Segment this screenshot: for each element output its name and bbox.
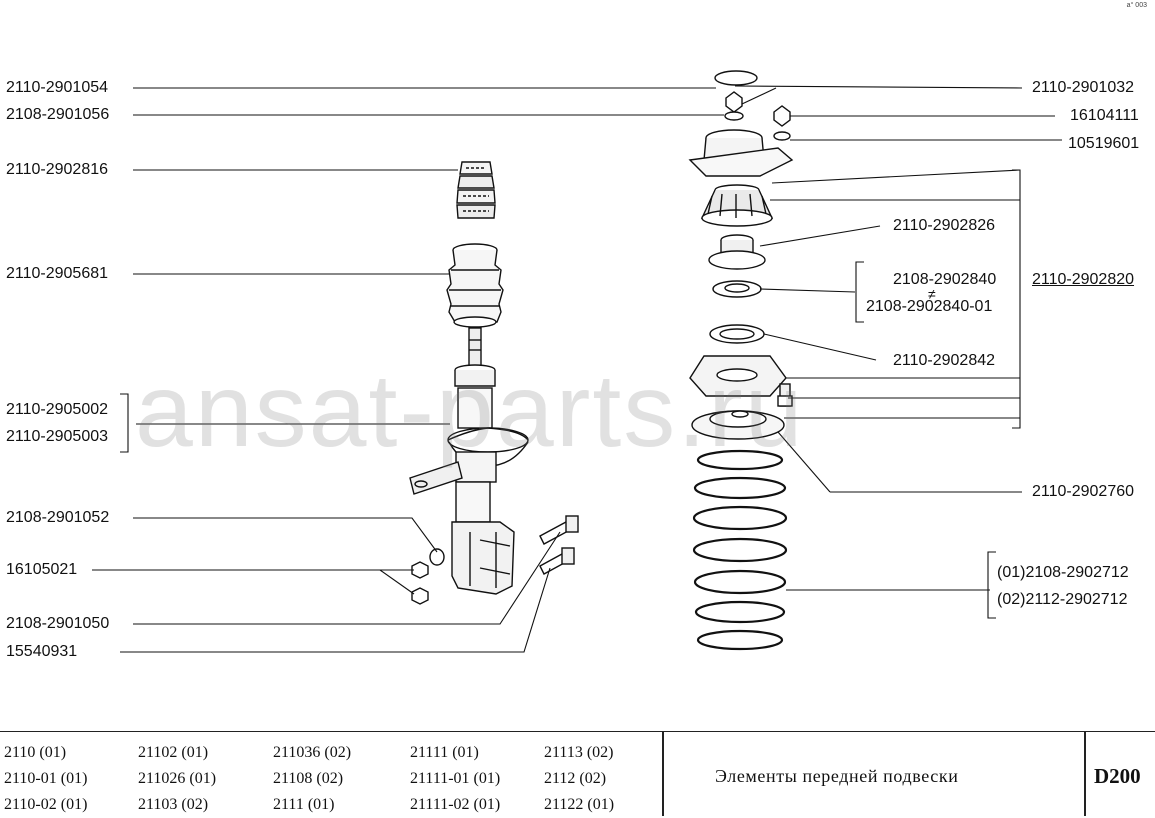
model-item: 2112 (02) [544, 770, 607, 787]
model-item: 211026 (01) [138, 770, 217, 787]
model-item: 2110-02 (01) [4, 796, 88, 813]
model-item: 21122 (01) [544, 796, 615, 813]
eccentric-washer-part [429, 548, 445, 566]
model-item: 2111 (01) [273, 796, 335, 813]
spring-seat-upper-part [689, 355, 787, 397]
divider [1084, 732, 1086, 816]
label-2110-2902842: 2110-2902842 [893, 352, 996, 369]
label-2110-2902820: 2110-2902820 [1032, 271, 1135, 288]
not-equal-sign: ≠ [928, 286, 936, 302]
bearing-part [712, 280, 762, 298]
model-item: 21102 (01) [138, 744, 209, 761]
nut-part [411, 561, 429, 605]
label-2110-2902826: 2110-2902826 [893, 217, 996, 234]
model-item: 21111-01 (01) [410, 770, 501, 787]
upper-mount-part [688, 129, 794, 177]
label-16105021: 16105021 [6, 561, 78, 578]
corner-note: a° 003 [1126, 2, 1147, 9]
model-item: 21103 (02) [138, 796, 209, 813]
model-column: 21113 (02) 2112 (02) 21122 (01) [544, 740, 614, 818]
label-2108-2901056: 2108-2901056 [6, 106, 110, 123]
footer-table: 2110 (01) 2110-01 (01) 2110-02 (01) 2110… [0, 731, 1155, 816]
model-item: 21108 (02) [273, 770, 344, 787]
label-2108-2901050: 2108-2901050 [6, 615, 110, 632]
spring-insulator-part [691, 410, 785, 440]
coil-spring-part [692, 449, 788, 651]
model-item: 21111-02 (01) [410, 796, 501, 813]
bolt-part [539, 515, 579, 575]
label-2110-2905002: 2110-2905002 [6, 401, 109, 418]
page-title: Элементы передней подвески [715, 766, 959, 786]
strut-rod [468, 327, 482, 369]
watermark: ansat-parts.ru [135, 353, 805, 469]
label-2110-2902760: 2110-2902760 [1032, 483, 1135, 500]
model-item: 2110 (01) [4, 744, 67, 761]
protective-boot-part [446, 243, 504, 328]
label-2110-2905003: 2110-2905003 [6, 428, 109, 445]
model-column: 2110 (01) 2110-01 (01) 2110-02 (01) [4, 740, 87, 818]
rubber-cone-part [700, 184, 774, 227]
label-2110-2901032: 2110-2901032 [1032, 79, 1135, 96]
bump-stop-part [456, 161, 496, 219]
strut-body-part [409, 364, 529, 595]
label-2108-2902840: 2108-2902840 [893, 271, 997, 288]
label-02-2112-2902712: (02)2112-2902712 [997, 591, 1128, 608]
model-column: 21111 (01) 21111-01 (01) 21111-02 (01) [410, 740, 500, 818]
top-nut-part [725, 91, 743, 113]
model-column: 21102 (01) 211026 (01) 21103 (02) [138, 740, 216, 818]
divider [662, 732, 664, 816]
side-nut-part [773, 105, 791, 127]
model-item: 21111 (01) [410, 744, 479, 761]
ring-part [709, 324, 765, 344]
label-16104111: 16104111 [1070, 107, 1139, 124]
label-2110-2902816: 2110-2902816 [6, 161, 109, 178]
label-2108-2901052: 2108-2901052 [6, 509, 110, 526]
label-10519601: 10519601 [1068, 135, 1140, 152]
model-item: 211036 (02) [273, 744, 352, 761]
page-code: D200 [1094, 764, 1141, 788]
label-2110-2905681: 2110-2905681 [6, 265, 109, 282]
label-2110-2901054: 2110-2901054 [6, 79, 109, 96]
model-item: 2110-01 (01) [4, 770, 88, 787]
top-washer-part [714, 70, 758, 86]
bearing-support-part [708, 234, 766, 270]
small-bolt-part [777, 383, 793, 407]
label-01-2108-2902712: (01)2108-2902712 [997, 564, 1129, 581]
model-column: 211036 (02) 21108 (02) 2111 (01) [273, 740, 351, 818]
label-2108-2902840-01: 2108-2902840-01 [866, 298, 993, 315]
model-item: 21113 (02) [544, 744, 614, 761]
suspension-diagram [92, 70, 1062, 653]
label-15540931: 15540931 [6, 643, 78, 660]
